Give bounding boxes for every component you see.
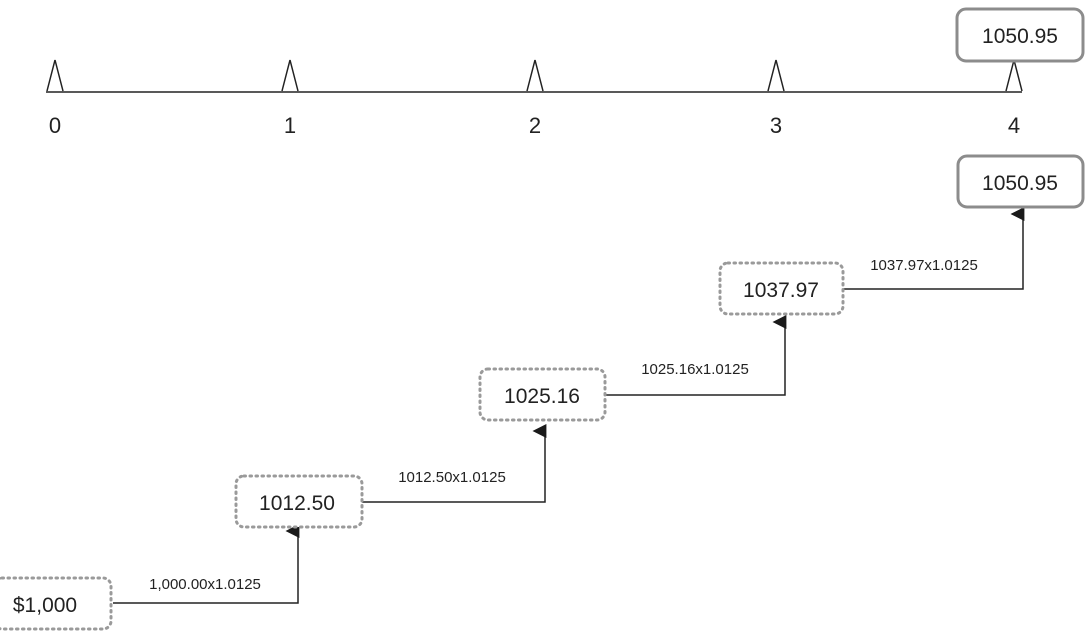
- growth-connector-4: [843, 207, 1025, 290]
- final-value-box: 1050.95: [956, 154, 1085, 209]
- step-value-3: 1037.97: [743, 279, 819, 302]
- growth-connector-1: [113, 524, 300, 604]
- period-label-1: 1: [284, 113, 296, 138]
- period-marker-0: [46, 59, 64, 92]
- period-label-2: 2: [529, 113, 541, 138]
- step-box-0: $1,000: [0, 576, 113, 631]
- step-value-0: $1,000: [13, 594, 77, 617]
- step-box-3: 1037.97: [718, 261, 845, 316]
- step-box-2-border: [478, 367, 607, 422]
- final-value-text: 1050.95: [982, 172, 1058, 195]
- timeline-final-value-box: 1050.95: [955, 7, 1085, 63]
- timeline-period-2: 2: [526, 59, 544, 138]
- timeline: 0 1 2 3 4 1050.95: [46, 7, 1085, 138]
- step-calc-label-4: 1037.97x1.0125: [870, 257, 978, 274]
- growth-connector-3: [605, 315, 787, 396]
- period-label-3: 3: [770, 113, 782, 138]
- growth-connector-2: [362, 424, 547, 503]
- step-calc-label-3: 1025.16x1.0125: [641, 361, 749, 378]
- timeline-period-3: 3: [767, 59, 785, 138]
- period-label-4: 4: [1008, 113, 1020, 138]
- step-calc-label-2: 1012.50x1.0125: [398, 469, 506, 486]
- step-box-1-border: [234, 474, 364, 529]
- step-value-2: 1025.16: [504, 385, 580, 408]
- timeline-final-value-text: 1050.95: [982, 25, 1058, 48]
- timeline-period-1: 1: [281, 59, 299, 138]
- timeline-period-4: 4: [1005, 59, 1023, 138]
- timeline-final-value-border: [955, 7, 1085, 63]
- step-box-1: 1012.50: [234, 474, 364, 529]
- period-marker-3: [767, 59, 785, 92]
- step-box-0-border: [0, 576, 113, 631]
- period-marker-4: [1005, 59, 1023, 92]
- timeline-period-0: 0: [46, 59, 64, 138]
- step-value-1: 1012.50: [259, 492, 335, 515]
- period-marker-1: [281, 59, 299, 92]
- step-box-2: 1025.16: [478, 367, 607, 422]
- final-value-border: [956, 154, 1085, 209]
- step-calc-label-1: 1,000.00x1.0125: [149, 576, 261, 593]
- period-marker-2: [526, 59, 544, 92]
- period-label-0: 0: [49, 113, 61, 138]
- growth-staircase: $1,000 1,000.00x1.0125 1012.50 1012.50x1…: [0, 154, 1085, 631]
- step-box-3-border: [718, 261, 845, 316]
